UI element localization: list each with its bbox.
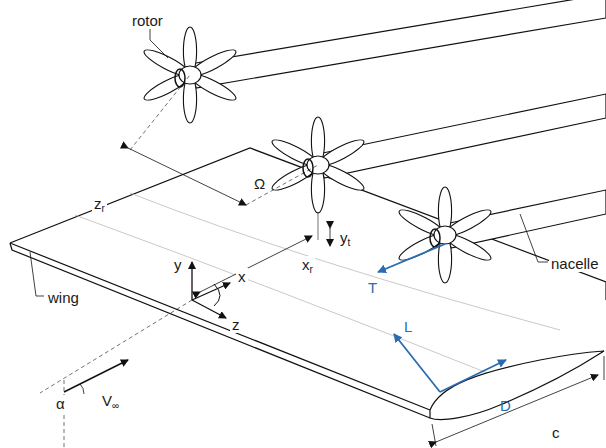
axis-label: z <box>230 316 242 333</box>
dimension-label: c <box>550 424 562 441</box>
rotation-symbol: Ω <box>252 175 267 192</box>
part-label: rotor <box>130 12 165 29</box>
axis-label: y <box>172 256 184 273</box>
dimension-label: yt <box>338 229 352 246</box>
force-label: L <box>402 318 414 335</box>
force-label: D <box>498 397 513 414</box>
part-label: wing <box>46 289 81 306</box>
force-label: T <box>366 279 379 296</box>
axis-label: x <box>236 268 248 285</box>
velocity-label: V∞ <box>100 392 121 409</box>
dimension-label: zr <box>92 195 107 212</box>
dimension-label: xr <box>300 256 315 273</box>
part-label: nacelle <box>549 255 601 272</box>
angle-symbol: α <box>54 395 67 412</box>
